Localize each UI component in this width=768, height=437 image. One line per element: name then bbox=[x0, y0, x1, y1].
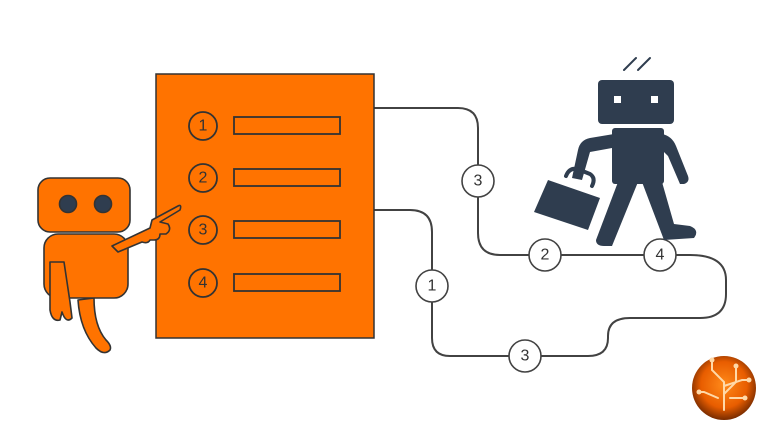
checklist-item-number: 4 bbox=[199, 275, 208, 292]
robot-pointing-arm bbox=[111, 204, 182, 253]
robot-pointing-icon bbox=[37, 177, 182, 354]
checklist-item: 1 bbox=[188, 111, 341, 141]
robot-torso bbox=[612, 128, 664, 184]
robot-arm-left bbox=[572, 134, 614, 180]
checklist-item-number: 3 bbox=[199, 222, 208, 239]
robot-eye-left bbox=[58, 194, 78, 214]
path-marker-label: 4 bbox=[656, 247, 665, 264]
robot-lower-arm bbox=[49, 261, 73, 322]
robot-walking-briefcase-icon bbox=[534, 57, 697, 246]
robot-eye-left bbox=[614, 96, 621, 103]
robot-head bbox=[598, 80, 674, 124]
robot-leg bbox=[77, 297, 112, 354]
path-marker: 3 bbox=[508, 339, 542, 373]
path-markers: 3 2 4 1 3 bbox=[415, 164, 677, 373]
route-paths bbox=[373, 107, 727, 357]
checklist-item: 3 bbox=[188, 215, 341, 245]
logo-tree-nodes bbox=[696, 357, 752, 401]
checklist-item: 2 bbox=[188, 163, 341, 193]
circuit-tree-logo bbox=[692, 356, 756, 420]
path-marker-label: 3 bbox=[521, 348, 530, 365]
checklist-item-number: 2 bbox=[199, 170, 208, 187]
checklist-item-number: 1 bbox=[199, 118, 208, 135]
robot-eye-right bbox=[93, 194, 113, 214]
checklist-item-bar bbox=[233, 116, 341, 135]
path-marker: 2 bbox=[528, 238, 562, 272]
checklist-item-bar bbox=[233, 220, 341, 239]
checklist-document: 1 2 3 4 bbox=[155, 73, 375, 339]
upper-route-line bbox=[373, 107, 727, 357]
checklist-item-bar bbox=[233, 273, 341, 292]
path-marker: 4 bbox=[643, 238, 677, 272]
briefcase-icon bbox=[534, 166, 600, 230]
path-marker: 3 bbox=[461, 164, 495, 198]
path-marker: 1 bbox=[415, 269, 449, 303]
motion-line bbox=[637, 57, 651, 71]
checklist-item: 4 bbox=[188, 268, 341, 298]
robot-leg-right bbox=[642, 182, 697, 240]
logo-tree-lines bbox=[699, 361, 749, 411]
checklist-item-bar bbox=[233, 168, 341, 187]
briefcase-body bbox=[534, 180, 600, 230]
path-marker-label: 1 bbox=[428, 278, 437, 295]
robot-leg-left bbox=[596, 182, 638, 246]
path-marker-label: 2 bbox=[541, 247, 550, 264]
motion-line bbox=[623, 57, 637, 71]
robot-eye-right bbox=[651, 96, 658, 103]
robot-head bbox=[37, 177, 131, 233]
path-marker-label: 3 bbox=[474, 173, 483, 190]
robot-arm-right bbox=[662, 134, 689, 184]
